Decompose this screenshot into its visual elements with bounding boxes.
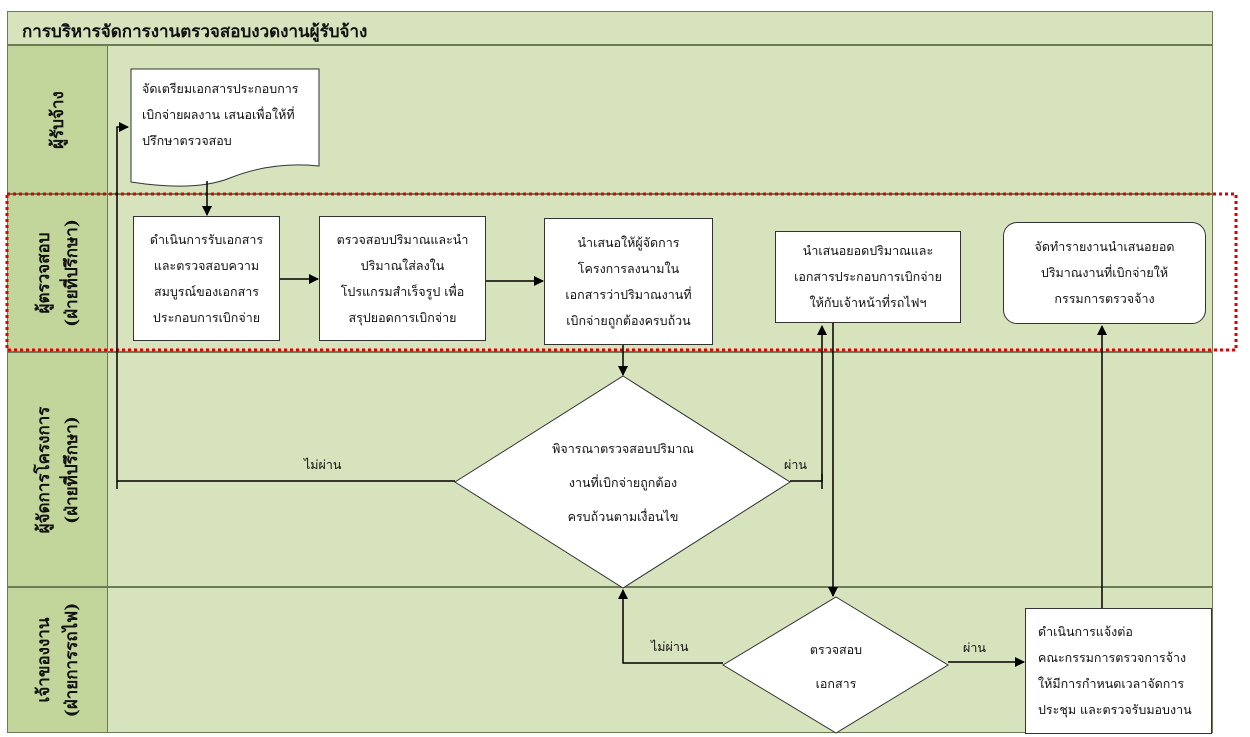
decision-diamond-consider [454, 375, 791, 589]
step-propose-manager: นำเสนอให้ผู้จัดการ โครงการลงนามใน เอกสาร… [544, 218, 713, 345]
step-propose-manager-text: นำเสนอให้ผู้จัดการ โครงการลงนามใน เอกสาร… [565, 234, 692, 328]
step-prepare-docs-text: จัดเตรียมเอกสารประกอบการ เบิกจ่ายผลงาน เ… [142, 81, 299, 148]
step-report-committee: จัดทำรายงานนำเสนอยอด ปริมาณงานที่เบิกจ่า… [1003, 222, 1206, 324]
step-notify-committee: ดำเนินการแจ้งต่อ คณะกรรมการตรวจการจ้าง ใ… [1025, 608, 1212, 734]
document-shape-prepare [130, 68, 320, 187]
title-bar: การบริหารจัดการงานตรวจสอบงวดงานผู้รับจ้า… [7, 11, 1213, 45]
arrow-check-docs-fail [618, 589, 723, 664]
arrow-decision-fail-loop [116, 122, 455, 482]
decision-consider-text: พิจารณาตรวจสอบปริมาณ งานที่เบิกจ่ายถูกต้… [552, 441, 694, 524]
step-submit-to-srt-text: นำเสนอยอดปริมาณและ เอกสารประกอบการเบิกจ่… [794, 243, 942, 310]
lane-owner: เจ้าของงาน (ฝ่ายการรถไฟ) [7, 587, 1213, 733]
page-title: การบริหารจัดการงานตรวจสอบงวดงานผู้รับจ้า… [22, 22, 368, 42]
step-check-quantity-text: ตรวจสอบปริมาณและนำ ปริมาณใส่ลงใน โปรแกรม… [336, 231, 469, 325]
edge-label-fail-2: ไม่ผ่าน [651, 639, 689, 654]
decision-diamond-check-docs [722, 596, 949, 734]
step-submit-to-srt: นำเสนอยอดปริมาณและ เอกสารประกอบการเบิกจ่… [775, 231, 961, 323]
edge-label-pass-1: ผ่าน [784, 457, 807, 472]
decision-check-docs-text: ตรวจสอบ เอกสาร [809, 642, 863, 691]
lane-label-contractor: ผู้รับจ้าง [8, 46, 108, 193]
lane-label-inspector: ผู้ตรวจสอบ (ฝ่ายที่ปรึกษา) [8, 195, 108, 351]
lane-label-owner: เจ้าของงาน (ฝ่ายการรถไฟ) [8, 588, 108, 732]
edge-label-pass-2: ผ่าน [963, 640, 986, 655]
step-notify-committee-text: ดำเนินการแจ้งต่อ คณะกรรมการตรวจการจ้าง ใ… [1038, 624, 1192, 717]
highlight-frame [5, 192, 1238, 352]
step-check-quantity: ตรวจสอบปริมาณและนำ ปริมาณใส่ลงใน โปรแกรม… [319, 216, 486, 341]
step-prepare-docs: จัดเตรียมเอกสารประกอบการ เบิกจ่ายผลงาน เ… [132, 70, 318, 166]
edge-label-fail-1: ไม่ผ่าน [304, 457, 342, 472]
step-receive-docs: ดำเนินการรับเอกสาร และตรวจสอบความ สมบูรณ… [133, 216, 280, 341]
lane-label-project-manager: ผู้จัดการโครงการ (ฝ่ายที่ปรึกษา) [8, 353, 108, 586]
step-report-committee-text: จัดทำรายงานนำเสนอยอด ปริมาณงานที่เบิกจ่า… [1034, 239, 1175, 306]
step-receive-docs-text: ดำเนินการรับเอกสาร และตรวจสอบความ สมบูรณ… [149, 231, 264, 325]
